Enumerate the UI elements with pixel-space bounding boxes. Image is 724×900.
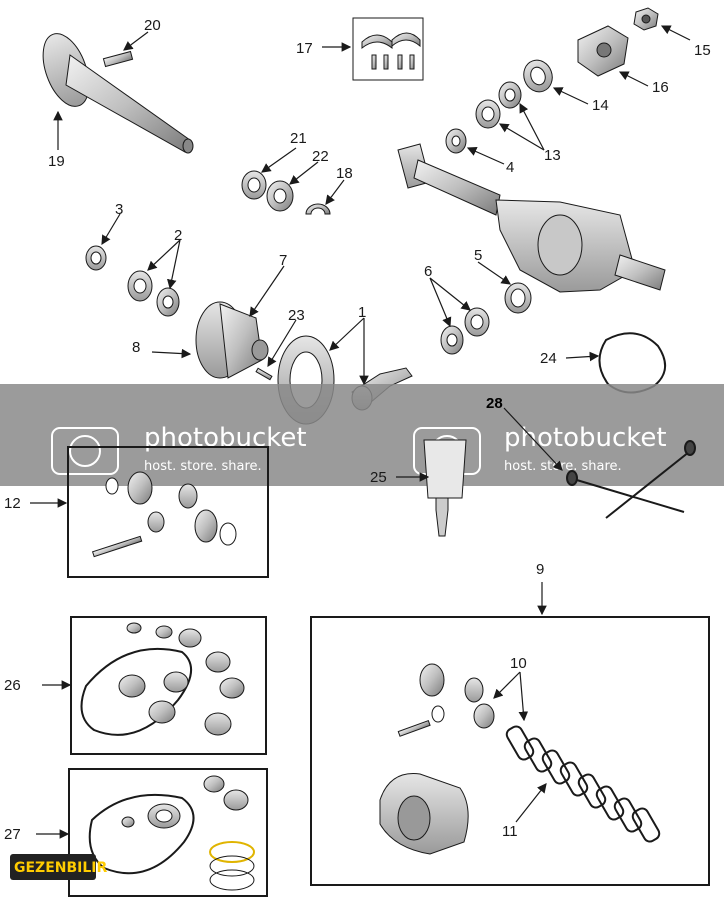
- callout-26: 26: [4, 677, 21, 694]
- callout-8: 8: [132, 339, 140, 356]
- callout-17: 17: [296, 40, 313, 57]
- carrier-shim-part: [85, 245, 107, 271]
- callout-24: 24: [540, 350, 557, 367]
- callout-6: 6: [424, 263, 432, 280]
- watermark-brand-right: photobucket: [504, 423, 667, 453]
- spider-gear-kit-part: [91, 471, 237, 558]
- clutch-disc-stack-part: [505, 725, 661, 843]
- pinion-yoke-part: [577, 25, 629, 77]
- inner-pinion-bearing-part: [445, 128, 467, 154]
- pinion-bearing-cup-part: [440, 307, 490, 355]
- pinion-nut-part: [633, 7, 659, 31]
- callout-labels: 20 19 17 15 16 14 13 4 21 22 18 3 2 7 6 …: [4, 17, 711, 843]
- callout-11: 11: [502, 823, 518, 840]
- callout-27: 27: [4, 826, 21, 843]
- axle-shaft-part: [42, 33, 194, 154]
- callout-14: 14: [592, 97, 609, 114]
- watermark-tagline-left: host. store. share.: [144, 459, 262, 474]
- sealant-tube-part: [423, 439, 467, 537]
- axle-shaft-set-part: [566, 440, 696, 519]
- callout-10: 10: [510, 655, 527, 672]
- watermark-brand-left: photobucket: [144, 423, 307, 453]
- c-clip-part: [305, 203, 331, 215]
- master-overhaul-kit-part: [80, 622, 245, 736]
- axle-housing-part: [397, 143, 666, 293]
- leader-lines: [30, 25, 691, 839]
- callout-7: 7: [279, 252, 287, 269]
- callout-21: 21: [290, 130, 307, 147]
- pinion-bearing-part: [475, 81, 522, 129]
- limited-slip-kit-box: [310, 616, 710, 886]
- callout-2: 2: [174, 227, 182, 244]
- callout-25: 25: [370, 469, 387, 486]
- callout-1: 1: [358, 304, 366, 321]
- limited-slip-kit-part: [379, 663, 495, 855]
- axle-bearing-seal-part: [241, 170, 294, 212]
- cross-shaft-pin-part: [255, 367, 273, 381]
- callout-15: 15: [694, 42, 711, 59]
- bearing-kit-box: [68, 768, 268, 897]
- spider-gear-kit-box: [67, 446, 269, 578]
- callout-9: 9: [536, 561, 544, 578]
- callout-3: 3: [115, 201, 123, 218]
- callout-16: 16: [652, 79, 669, 96]
- strap-kit-box: [352, 17, 424, 81]
- callout-4: 4: [506, 159, 514, 176]
- callout-18: 18: [336, 165, 353, 182]
- differential-case-part: [195, 301, 269, 379]
- callout-5: 5: [474, 247, 482, 264]
- pinion-shim-part: [504, 282, 532, 314]
- callout-13: 13: [544, 147, 561, 164]
- camera-icon: [51, 427, 119, 475]
- callout-28: 28: [486, 395, 503, 412]
- pinion-seal-part: [523, 59, 553, 93]
- logo-text: GEZENBILIR: [14, 860, 107, 876]
- bearing-kit-part: [88, 775, 255, 891]
- callout-22: 22: [312, 148, 329, 165]
- callout-12: 12: [4, 495, 21, 512]
- cover-gasket-part: [598, 332, 666, 394]
- wheel-stud-part: [102, 50, 134, 68]
- gezenbilir-logo: GEZENBILIR: [10, 854, 107, 880]
- u-bolt-strap-part: [361, 32, 421, 70]
- watermark-tagline-right: host. store. share.: [504, 459, 622, 474]
- callout-19: 19: [48, 153, 65, 170]
- callout-23: 23: [288, 307, 305, 324]
- callout-20: 20: [144, 17, 161, 34]
- watermark-band: photobucket host. store. share. photobuc…: [0, 384, 724, 486]
- carrier-bearing-part: [127, 270, 180, 317]
